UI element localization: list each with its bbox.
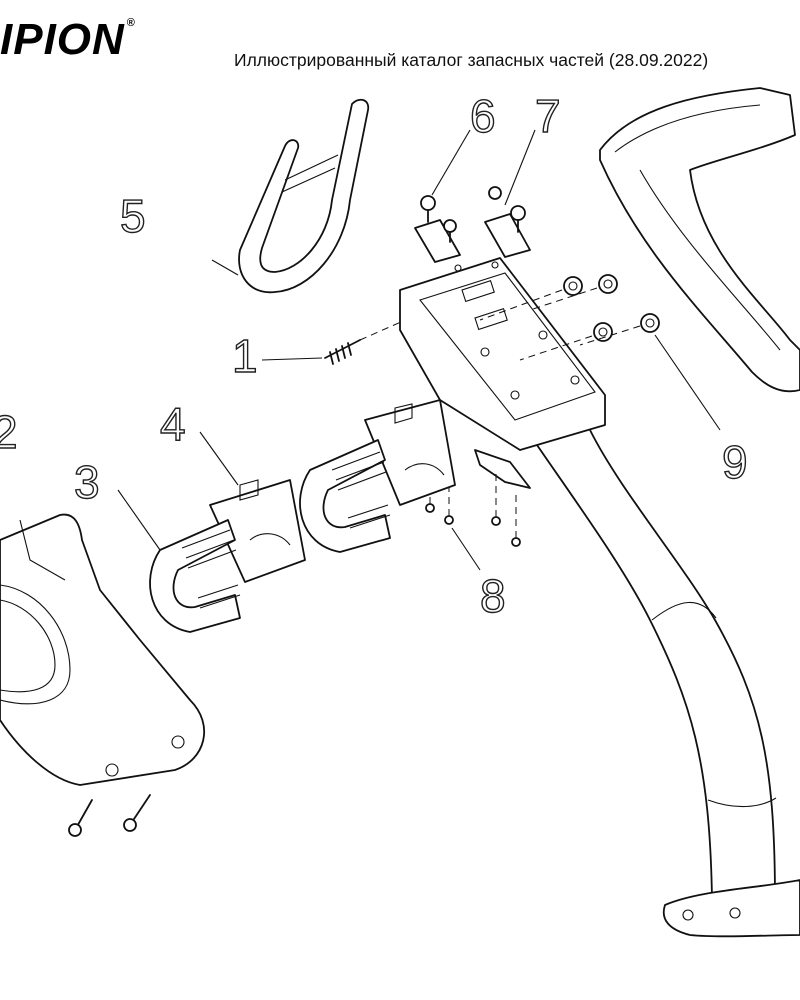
callout-5: 5 <box>120 190 146 242</box>
callout-7: 7 <box>535 90 561 142</box>
part-9-nuts <box>479 274 721 431</box>
second-clamp-block <box>364 399 456 506</box>
callout-9: 9 <box>722 436 748 488</box>
brand-name: IPION <box>0 15 125 64</box>
callout-3: 3 <box>74 456 100 508</box>
part-3-u-bolt <box>117 489 241 633</box>
callout-8: 8 <box>480 570 506 622</box>
second-u-bolt <box>299 439 391 553</box>
registered-mark: ® <box>126 17 136 29</box>
part-8-screws <box>425 470 521 571</box>
part-1-screw <box>261 317 411 365</box>
page-title: Иллюстрированный каталог запасных частей… <box>234 50 709 70</box>
handlebar-shell <box>599 87 800 393</box>
callout-6: 6 <box>470 90 496 142</box>
brand-logo: IPION® <box>0 18 136 62</box>
callout-4: 4 <box>160 398 186 450</box>
callout-2: 2 <box>0 406 18 458</box>
main-post <box>519 419 800 938</box>
part-2-front-cover <box>0 513 206 837</box>
part-7-clip <box>484 129 536 258</box>
part-5-handle <box>211 98 370 294</box>
part-4-clamp-block <box>199 431 306 583</box>
callout-1: 1 <box>232 330 258 382</box>
top-bracket <box>399 257 606 489</box>
part-6-clip <box>414 129 471 263</box>
